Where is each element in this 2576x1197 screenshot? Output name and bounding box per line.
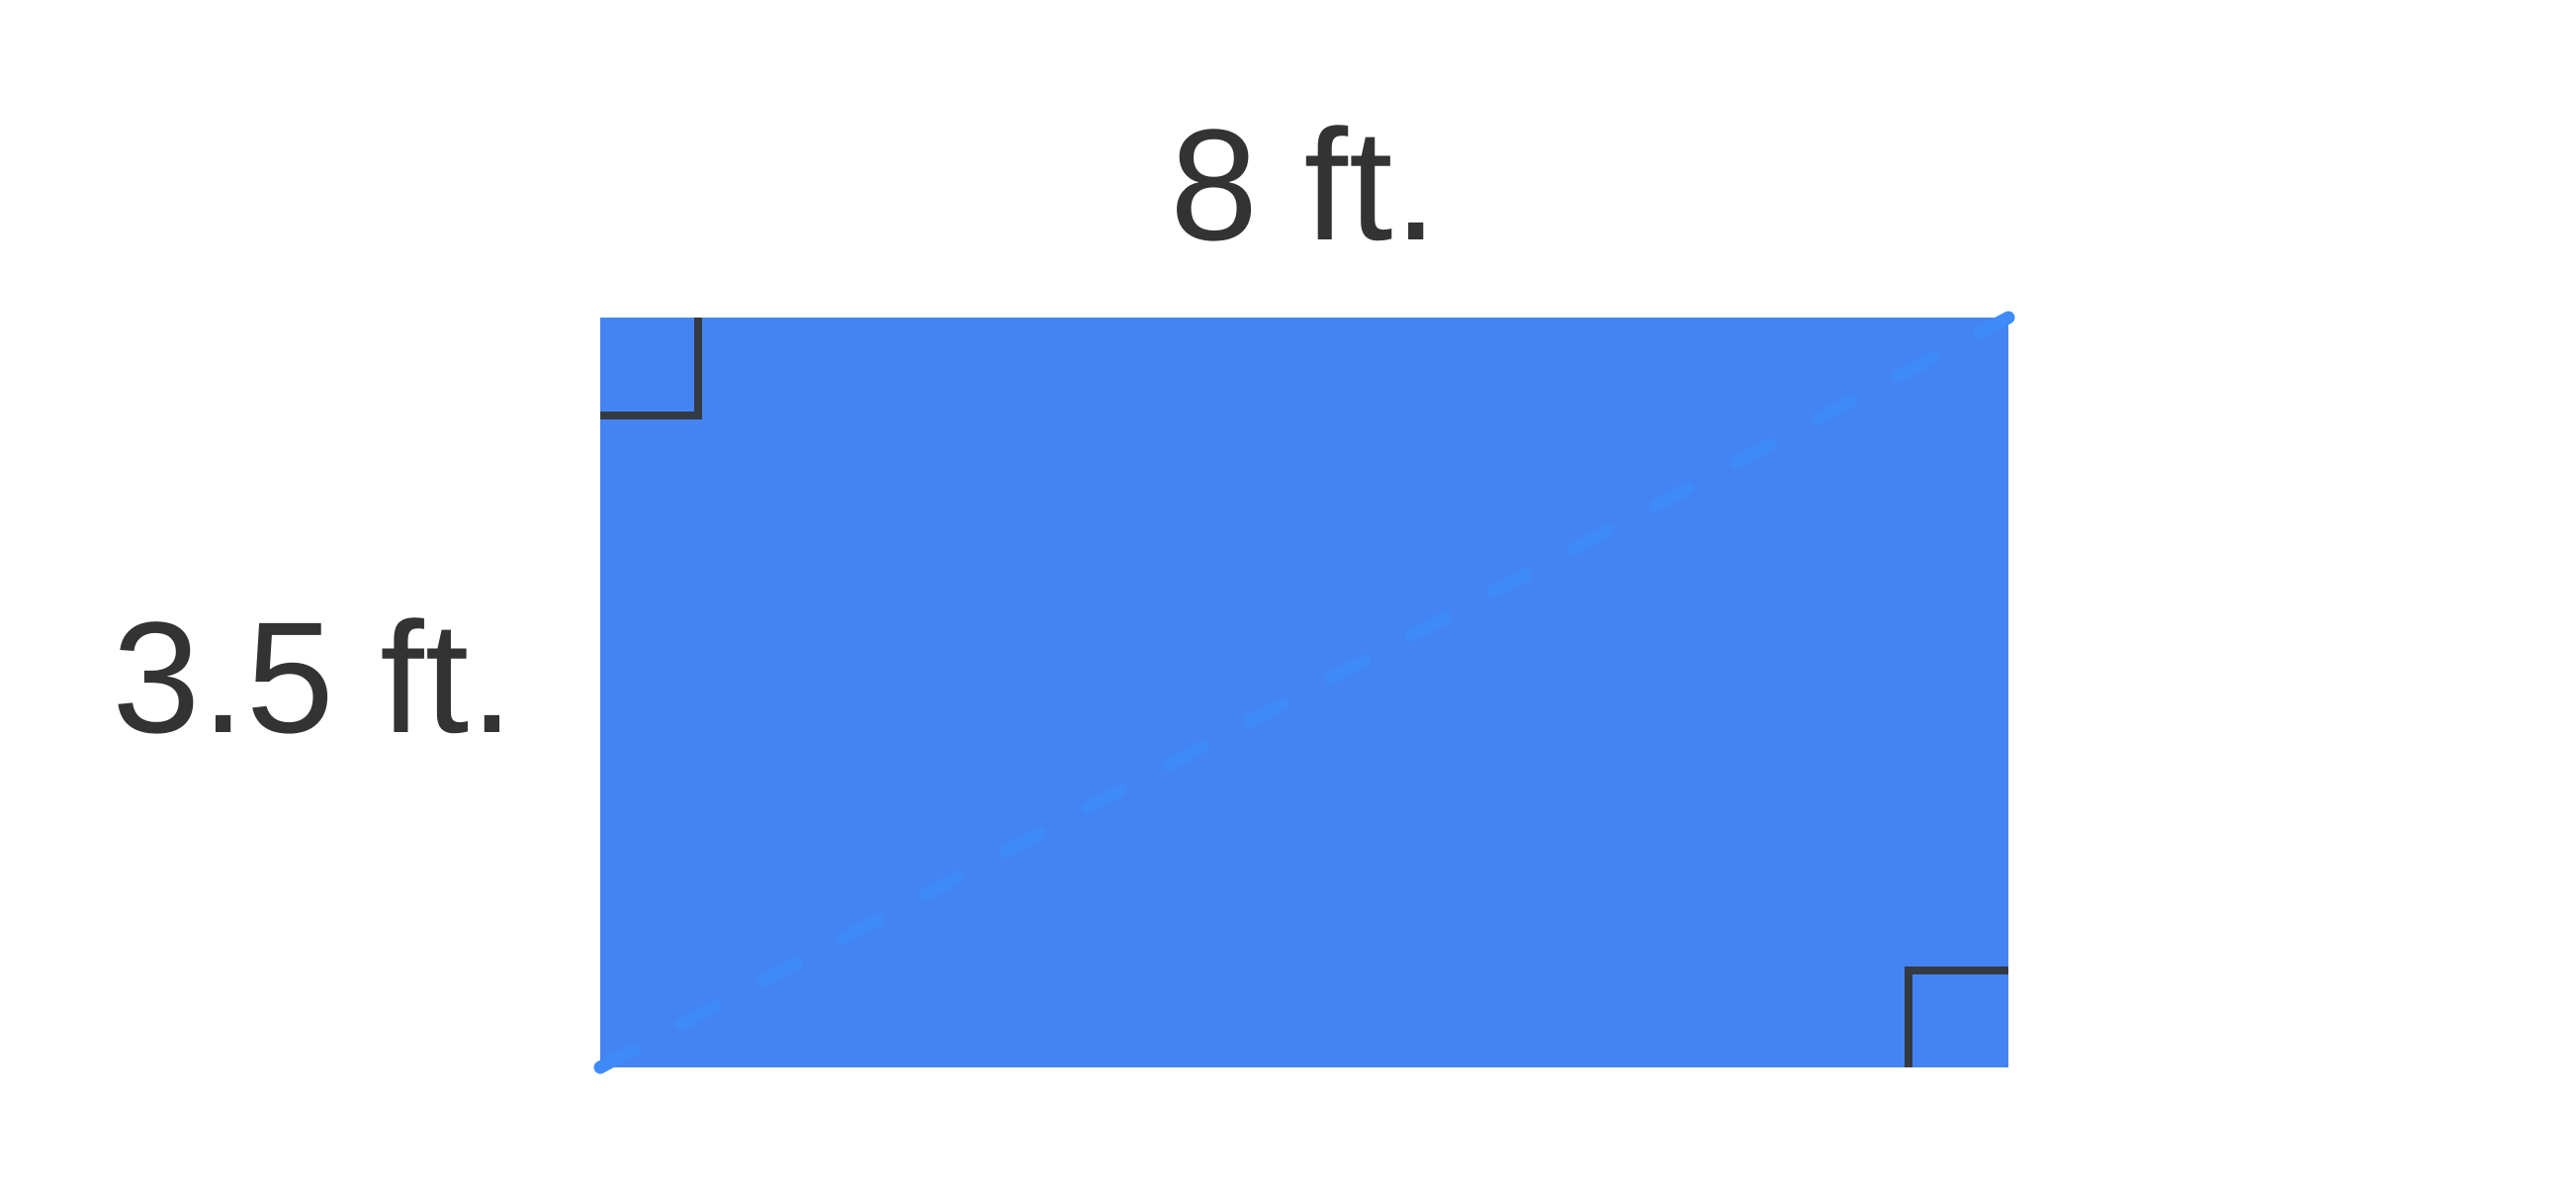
diagonal-dashed-line — [593, 311, 2015, 1074]
rectangle-shape — [600, 318, 2008, 1067]
height-dimension-label: 3.5 ft. — [112, 589, 515, 766]
width-dimension-label: 8 ft. — [1170, 96, 1439, 273]
right-angle-marker-bottom-right-icon — [1905, 967, 2008, 1067]
right-angle-marker-top-left-icon — [600, 318, 702, 419]
